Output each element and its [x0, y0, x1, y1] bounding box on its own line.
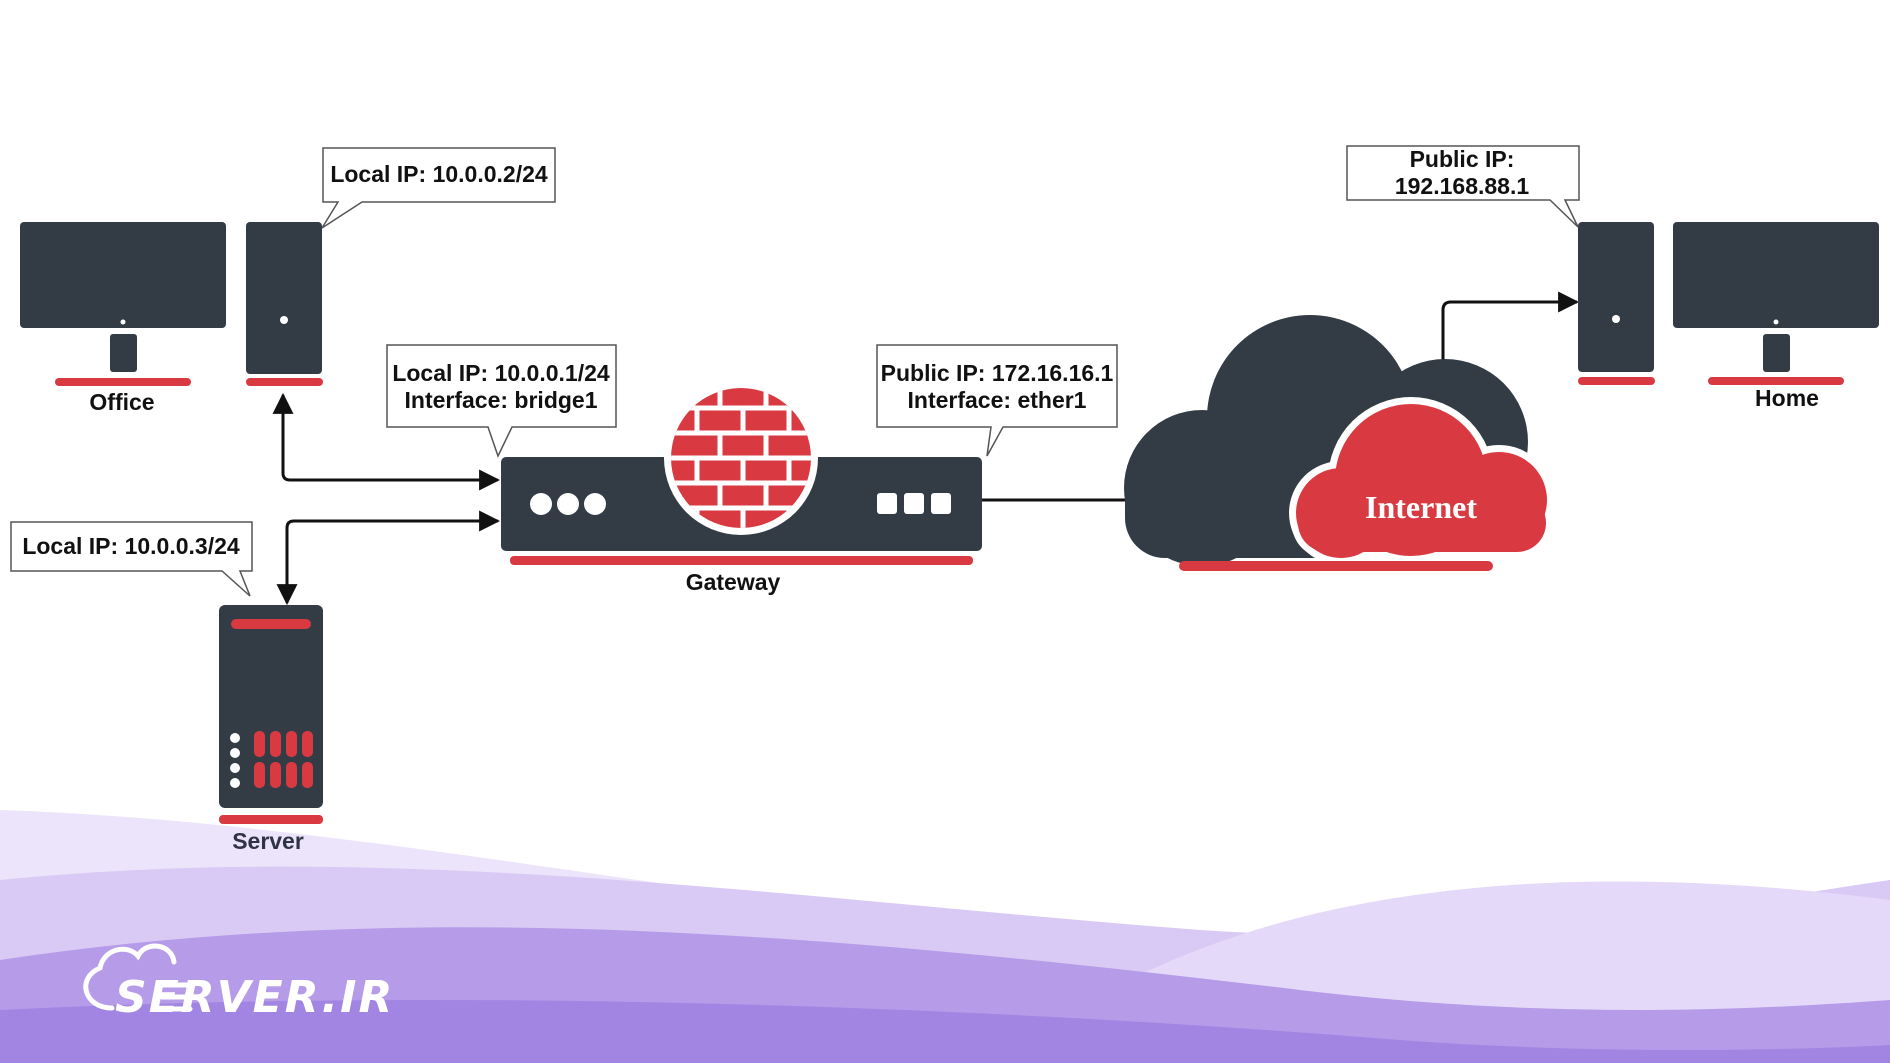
callout-gateway-local-line-2: Interface: bridge1	[405, 387, 598, 413]
callout-office-pc: Local IP: 10.0.0.2/24	[321, 147, 556, 229]
gateway-caption: Gateway	[686, 569, 781, 595]
home-caption: Home	[1755, 385, 1819, 411]
gateway-router: Gateway	[501, 381, 982, 595]
office-pc-tower	[246, 222, 322, 374]
callout-server: Local IP: 10.0.0.3/24	[10, 521, 253, 597]
callout-gateway-public: Public IP: 172.16.16.1 Interface: ether1	[876, 344, 1118, 457]
home-workstation: Home	[1578, 222, 1879, 411]
callout-home-pc-line-1: Public IP:	[1410, 146, 1515, 172]
cloud-server-icon	[83, 943, 193, 1012]
internet-caption: Internet	[1365, 489, 1477, 525]
office-caption: Office	[89, 389, 154, 415]
callout-gateway-public-line-1: Public IP: 172.16.16.1	[881, 360, 1114, 386]
home-monitor-stand	[1763, 334, 1790, 372]
firewall-icon	[664, 381, 818, 535]
office-monitor	[20, 222, 226, 328]
callout-home-pc: Public IP: 192.168.88.1	[1346, 145, 1580, 228]
logo-text: SERVER.IR	[115, 972, 394, 1023]
background-waves	[0, 810, 1890, 1063]
callout-gateway-local: Local IP: 10.0.0.1/24 Interface: bridge1	[386, 344, 617, 458]
office-monitor-stand	[110, 334, 137, 372]
home-pc-tower	[1578, 222, 1654, 372]
callout-office-pc-line-1: Local IP: 10.0.0.2/24	[330, 161, 548, 187]
connections	[272, 291, 1580, 606]
callout-gateway-public-line-2: Interface: ether1	[908, 387, 1087, 413]
callout-server-line-1: Local IP: 10.0.0.3/24	[22, 533, 240, 559]
link-internet-home	[1432, 291, 1580, 388]
callout-home-pc-line-2: 192.168.88.1	[1395, 173, 1530, 199]
link-server-gateway	[276, 510, 501, 606]
home-monitor	[1673, 222, 1879, 328]
server-ir-logo: SERVER.IR	[83, 943, 394, 1023]
server-caption: Server	[232, 828, 304, 854]
internet-cloud: Internet	[1124, 315, 1554, 571]
server-rack: Server	[219, 605, 323, 854]
callout-gateway-local-line-1: Local IP: 10.0.0.1/24	[392, 360, 610, 386]
office-workstation: Office	[20, 222, 323, 415]
link-office-gateway	[272, 392, 501, 491]
